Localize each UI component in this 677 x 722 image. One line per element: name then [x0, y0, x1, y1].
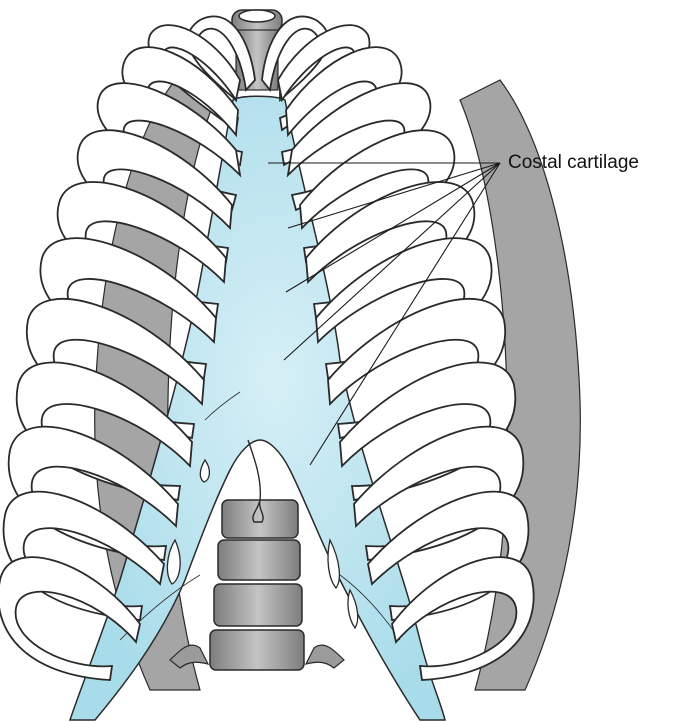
costal-cartilage-label: Costal cartilage: [508, 152, 639, 174]
